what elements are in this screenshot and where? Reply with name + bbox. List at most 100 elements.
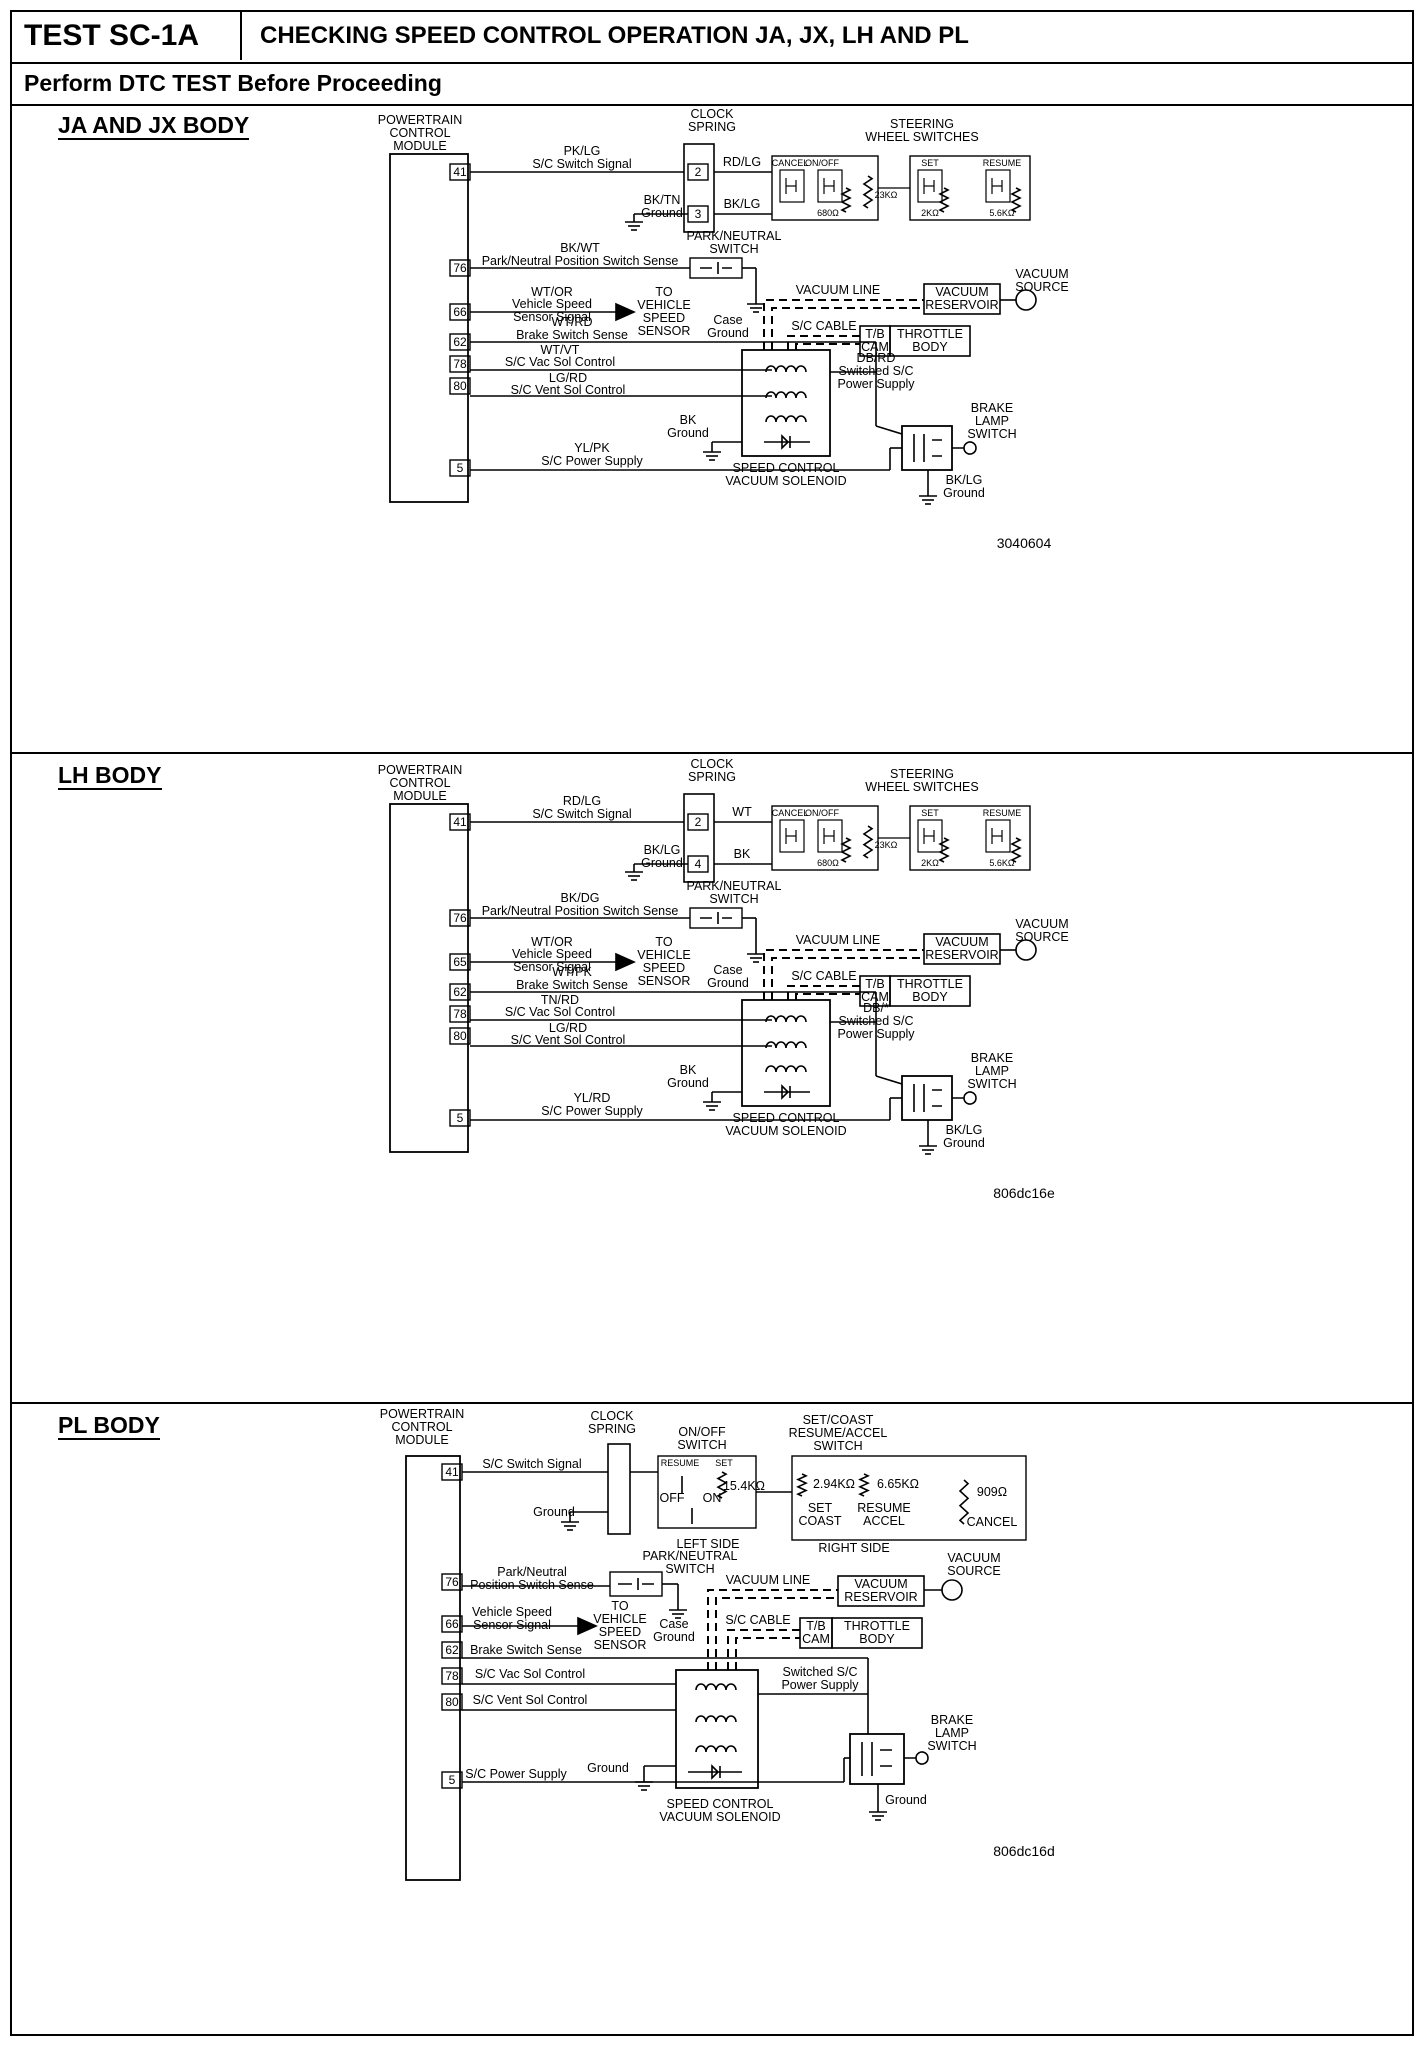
setcoast-position: COAST xyxy=(798,1514,841,1528)
clock-ground-label: Ground xyxy=(533,1505,575,1519)
solenoid-label: VACUUM SOLENOID xyxy=(659,1810,780,1824)
vacuum-solenoid xyxy=(741,349,831,457)
switch-label: ON/OFF xyxy=(805,158,839,168)
wire-color: TN/RD xyxy=(541,993,579,1007)
resistor-symbol xyxy=(840,187,852,213)
wire-color: YL/RD xyxy=(574,1091,611,1105)
tb-cam-label: CAM xyxy=(802,1632,830,1646)
pcm-label: POWERTRAIN xyxy=(378,113,463,127)
vss-target-label: TO xyxy=(655,935,672,949)
brake-switch-label: BRAKE xyxy=(971,401,1013,415)
park-neutral-label: PARK/NEUTRAL xyxy=(687,879,782,893)
connector-pin xyxy=(449,459,471,477)
circuit-name: Brake Switch Sense xyxy=(516,978,628,992)
resistor-value: 2.94KΩ xyxy=(813,1477,855,1491)
vacuum-source-label: VACUUM xyxy=(1015,267,1068,281)
figure-id: 3040604 xyxy=(997,535,1052,551)
circuit-name: S/C Power Supply xyxy=(465,1767,567,1781)
tb-cam-label: T/B xyxy=(865,977,884,991)
case-ground-label: Ground xyxy=(707,976,749,990)
switch-label: RESUME xyxy=(661,1458,700,1468)
brake-switch-label: SWITCH xyxy=(927,1739,976,1753)
wiring-diagram-lh: POWERTRAINCONTROLMODULE4176656278805RD/L… xyxy=(378,757,1069,1201)
park-neutral-switch xyxy=(689,907,743,929)
setcoast-label: RESUME/ACCEL xyxy=(789,1426,888,1440)
vacuum-source-label: VACUUM xyxy=(1015,917,1068,931)
pcm-label: MODULE xyxy=(393,139,446,153)
case-ground-label: Ground xyxy=(653,1630,695,1644)
brake-lamp-switch xyxy=(901,425,953,471)
solenoid-ground-label: Ground xyxy=(667,426,709,440)
resistor-value: 15.4KΩ xyxy=(723,1479,765,1493)
clock-ground-label: Ground xyxy=(641,856,683,870)
supply-label: DB/RD xyxy=(857,351,896,365)
coil-symbol xyxy=(765,365,807,373)
throttle-body-label: THROTTLE xyxy=(897,327,963,341)
vacuum-line xyxy=(763,949,924,1000)
supply-label: DB/* xyxy=(863,1001,889,1015)
connector-pin xyxy=(441,1573,463,1591)
connector-pin xyxy=(441,1641,463,1659)
resistor-value: 23KΩ xyxy=(875,840,898,850)
circuit-name: Brake Switch Sense xyxy=(516,328,628,342)
steering-switch-label: STEERING xyxy=(890,117,954,131)
switch-label: CANCEL xyxy=(772,158,809,168)
park-neutral-label: PARK/NEUTRAL xyxy=(687,229,782,243)
vacuum-reservoir-label: RESERVOIR xyxy=(844,1590,917,1604)
wire-color: LG/RD xyxy=(549,1021,587,1035)
brake-switch-label: LAMP xyxy=(975,414,1009,428)
supply-label: Power Supply xyxy=(837,1027,915,1041)
tb-cam-label: CAM xyxy=(861,340,889,354)
switch-symbol xyxy=(913,1084,942,1112)
resistor-value: 5.6KΩ xyxy=(989,858,1015,868)
solenoid-ground-label: BK xyxy=(680,413,697,427)
clock-spring-label: SPRING xyxy=(688,120,736,134)
pin-number: 80 xyxy=(453,379,467,393)
wire-color: WT/PK xyxy=(552,965,592,979)
brake-ground-label: BK/LG xyxy=(946,1123,983,1137)
clock-spring-label: SPRING xyxy=(688,770,736,784)
circuit-name: Sensor Signal xyxy=(513,310,591,324)
connector-pin xyxy=(441,1615,463,1633)
circuit-name: Position Switch Sense xyxy=(470,1578,594,1592)
pin-number: 62 xyxy=(453,985,467,999)
resistor-symbol xyxy=(716,1471,728,1499)
pin-number: 2 xyxy=(695,815,702,829)
coil-symbol xyxy=(765,415,807,423)
brake-plunger xyxy=(904,1751,929,1765)
switch-contact xyxy=(917,819,943,853)
connector-pin xyxy=(449,1109,471,1127)
pcm-label: POWERTRAIN xyxy=(380,1407,465,1421)
clock-ground-label: Ground xyxy=(641,206,683,220)
sc-cable-label: S/C CABLE xyxy=(725,1613,790,1627)
vacuum-solenoid xyxy=(741,999,831,1107)
wire-color: WT/OR xyxy=(531,935,573,949)
vacuum-reservoir-label: VACUUM xyxy=(935,935,988,949)
throttle-body-label: THROTTLE xyxy=(844,1619,910,1633)
supply-label: Switched S/C xyxy=(782,1665,857,1679)
connector-pin xyxy=(449,355,471,373)
steering-switch-label: WHEEL SWITCHES xyxy=(865,130,978,144)
pin-number: 41 xyxy=(445,1465,459,1479)
left-side-label: LEFT SIDE xyxy=(677,1537,740,1551)
circuit-name: Brake Switch Sense xyxy=(470,1643,582,1657)
clock-ground-label: BK/LG xyxy=(644,843,681,857)
right-side-label: RIGHT SIDE xyxy=(818,1541,889,1555)
steering-switch-label: STEERING xyxy=(890,767,954,781)
arrow-head xyxy=(615,302,636,322)
switch-label: SET xyxy=(921,158,939,168)
circuit-name: Sensor Signal xyxy=(473,1618,551,1632)
coil-symbol xyxy=(765,391,807,399)
figure-id: 806dc16d xyxy=(993,1843,1055,1859)
pin-number: 76 xyxy=(453,261,467,275)
pin-number: 3 xyxy=(695,207,702,221)
switch-symbol xyxy=(861,1742,892,1776)
clock-spring-label: CLOCK xyxy=(690,757,734,771)
pin-number: 5 xyxy=(457,461,464,475)
vacuum-reservoir-label: VACUUM xyxy=(854,1577,907,1591)
pcm-label: CONTROL xyxy=(389,126,450,140)
pin-number: 80 xyxy=(453,1029,467,1043)
circuit-name: Park/Neutral xyxy=(497,1565,566,1579)
resistor-symbol xyxy=(796,1473,808,1497)
